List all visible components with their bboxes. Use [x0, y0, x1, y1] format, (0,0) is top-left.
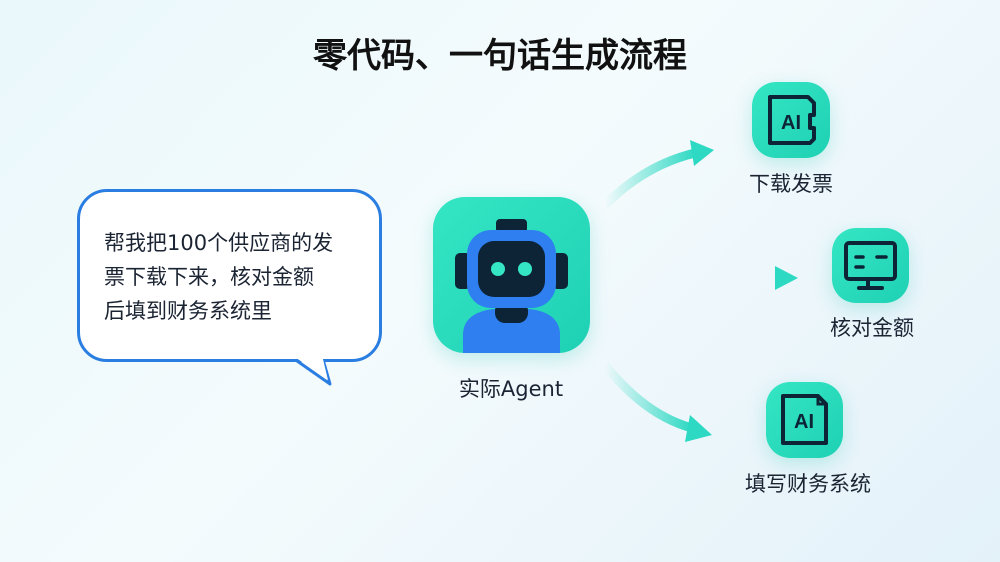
arrow-fill [601, 362, 694, 433]
svg-text:AI: AI [781, 112, 801, 134]
monitor-icon [832, 228, 909, 303]
ai-file-icon: AI [766, 382, 843, 458]
arrow-fill-head [685, 415, 712, 442]
page-title: 零代码、一句话生成流程 [313, 36, 687, 76]
prompt-line: 票下载下来，核对金额 [104, 265, 314, 289]
ai-document-icon: AI [752, 82, 830, 158]
prompt-line: 后填到财务系统里 [104, 299, 272, 323]
arrow-download-head [690, 140, 714, 166]
svg-text:AI: AI [794, 411, 814, 433]
prompt-line: 帮我把100个供应商的发 [104, 231, 334, 255]
step-label: 填写财务系统 [745, 472, 871, 496]
step-label: 下载发票 [749, 172, 833, 196]
prompt-text: 帮我把100个供应商的发 票下载下来，核对金额 后填到财务系统里 [104, 226, 333, 328]
arrow-verify-head [775, 266, 798, 290]
speech-bubble [77, 189, 382, 362]
arrow-download [601, 148, 697, 209]
step-label: 核对金额 [830, 316, 914, 340]
robot-icon [433, 197, 590, 353]
agent-label: 实际Agent [458, 377, 564, 401]
